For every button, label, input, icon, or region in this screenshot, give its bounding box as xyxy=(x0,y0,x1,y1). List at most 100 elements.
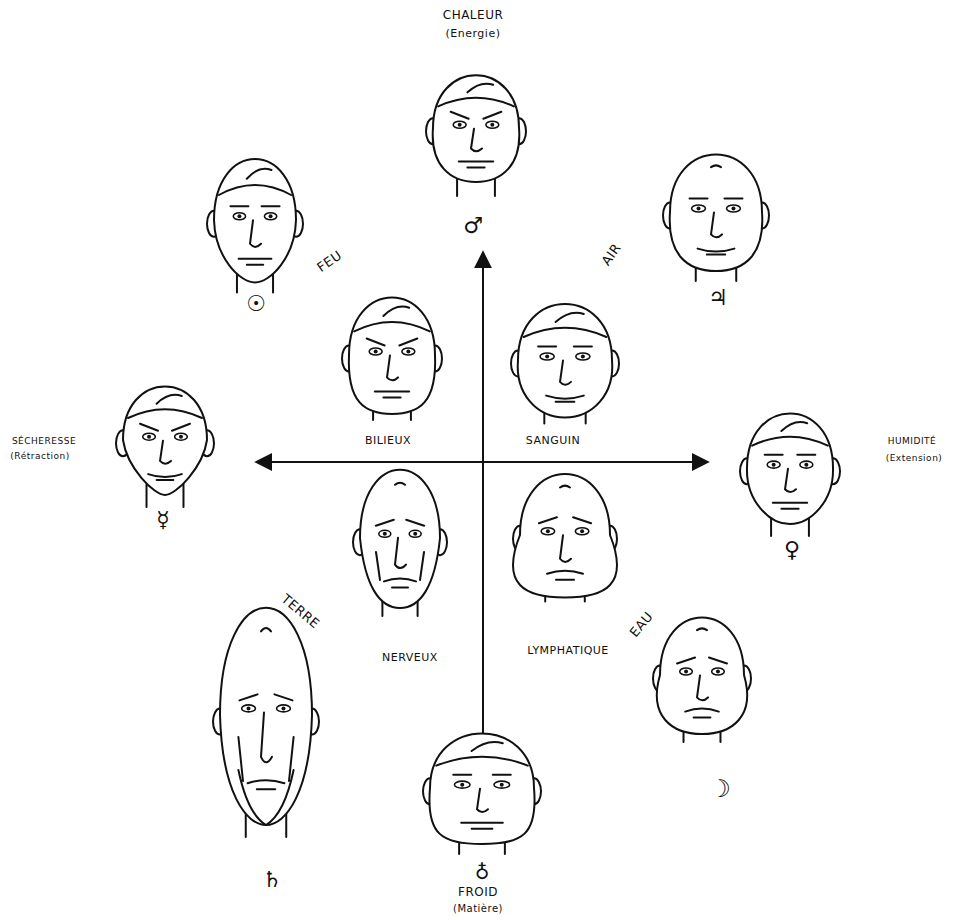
face-pupil xyxy=(247,706,251,710)
face-eye xyxy=(540,353,554,360)
face-nose xyxy=(395,538,406,568)
face-pupil xyxy=(179,435,183,439)
face-eye xyxy=(379,530,391,537)
face-lip xyxy=(392,586,408,588)
face-nose xyxy=(250,220,261,247)
face-pupil xyxy=(490,123,494,127)
face-outline xyxy=(513,474,617,597)
planet-symbol: ♁ xyxy=(473,861,492,884)
face-cheek xyxy=(420,552,424,580)
diagram-label: LYMPHATIQUE xyxy=(525,645,611,658)
face-pupil xyxy=(458,123,462,127)
face-eye xyxy=(494,781,510,788)
face-hair xyxy=(524,328,607,337)
face-brow xyxy=(230,205,248,207)
face-mouth xyxy=(384,578,416,581)
face-outline xyxy=(518,304,613,418)
diagram-label: FEU xyxy=(313,247,347,277)
face-eye xyxy=(277,705,291,712)
face-nose xyxy=(711,212,722,237)
face-cheek xyxy=(289,737,294,781)
face-pupil xyxy=(716,669,720,673)
face-brow xyxy=(765,454,783,456)
face-pupil xyxy=(237,214,241,218)
face-hair xyxy=(219,185,291,195)
face-brow xyxy=(724,197,742,199)
face-brow xyxy=(538,346,556,348)
face-brow xyxy=(483,112,501,119)
face-pupil xyxy=(684,669,688,673)
face-hair xyxy=(247,169,272,179)
face-mouth xyxy=(547,571,583,574)
face-eye xyxy=(680,668,693,675)
face-brow xyxy=(709,657,727,663)
face-hair xyxy=(436,757,528,766)
face-brow xyxy=(376,520,394,526)
face-brow xyxy=(274,694,292,700)
horizontal-axis xyxy=(256,461,708,463)
face-pupil xyxy=(772,463,776,467)
face-outline xyxy=(214,159,296,282)
face-hair xyxy=(467,84,493,93)
diagram-label: CHALEUR xyxy=(441,9,506,23)
diagram-label: EAU xyxy=(626,608,658,642)
face-eye xyxy=(409,530,421,537)
face-pupil xyxy=(580,529,584,533)
face-eye xyxy=(727,205,741,212)
face-eye xyxy=(369,348,382,355)
face-lip xyxy=(157,479,174,481)
face-pupil xyxy=(374,349,378,353)
face-pupil xyxy=(546,529,550,533)
face-mouth xyxy=(148,474,182,477)
face-eye xyxy=(453,121,466,128)
face-pupil xyxy=(697,206,701,210)
diagram-label: SANGUIN xyxy=(524,435,583,448)
face-outline xyxy=(747,413,833,524)
face-eye xyxy=(242,705,256,712)
face-hair xyxy=(157,395,182,404)
face-outline xyxy=(657,617,747,734)
face-brow xyxy=(399,338,417,345)
face-eye xyxy=(800,461,813,468)
face-mouth xyxy=(685,709,719,712)
face-nose xyxy=(785,469,796,492)
face-eye xyxy=(264,213,276,220)
face-pupil xyxy=(281,706,285,710)
face-lip xyxy=(556,401,575,403)
face-brow xyxy=(539,517,557,523)
face-mouth xyxy=(239,258,272,260)
face-hair xyxy=(556,313,584,322)
planet-symbol: ☿ xyxy=(154,507,172,532)
face-pupil xyxy=(500,783,504,787)
face-eye xyxy=(143,433,156,440)
planet-symbol: ♀ xyxy=(782,537,802,562)
face-lip xyxy=(467,166,484,168)
face-forehead xyxy=(261,628,271,631)
face-forehead xyxy=(560,486,570,488)
face-forehead xyxy=(395,483,405,485)
face-pupil xyxy=(406,349,410,353)
face-hair xyxy=(438,98,514,107)
face-lip xyxy=(556,579,574,581)
face-outline xyxy=(429,733,534,844)
face-outline xyxy=(220,608,312,825)
face-cheek xyxy=(238,737,243,781)
face-brow xyxy=(240,694,258,700)
face-nose xyxy=(477,789,488,812)
face-eye xyxy=(175,433,188,440)
diagram-label: AIR xyxy=(598,240,626,271)
face-forehead xyxy=(697,628,707,630)
face-hair xyxy=(354,322,430,331)
face-brow xyxy=(367,338,385,345)
diagram-label: (Rétraction) xyxy=(8,451,71,461)
face-pupil xyxy=(269,214,273,218)
face-brow xyxy=(574,346,592,348)
face-brow xyxy=(573,517,591,523)
face-brow xyxy=(406,520,424,526)
face-eye xyxy=(767,461,780,468)
face-mouth xyxy=(773,502,807,504)
face-pupil xyxy=(147,435,151,439)
face-cheek xyxy=(376,552,380,580)
face-eye xyxy=(541,528,555,535)
planet-symbol: ♂ xyxy=(461,213,485,238)
